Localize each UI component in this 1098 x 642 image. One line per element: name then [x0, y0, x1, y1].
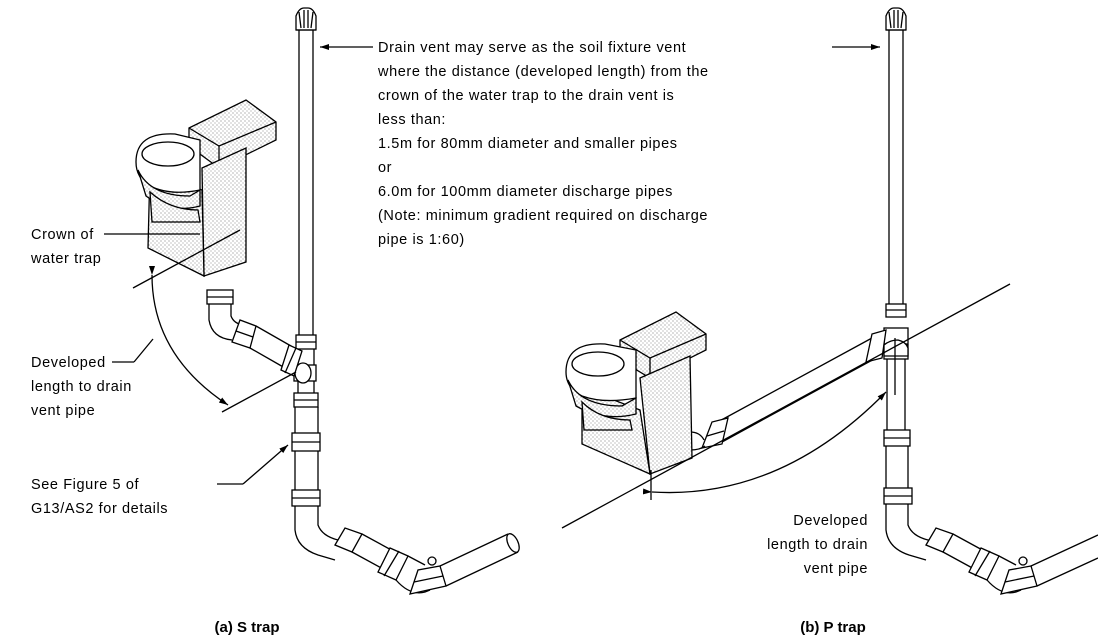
s-trap-dimension: [112, 265, 297, 413]
s-trap-crown-label: Crown of water trap: [30, 227, 101, 267]
s-trap-developed-label-line-1: Developed: [31, 355, 106, 371]
vent-note-line-3: crown of the water trap to the drain ven…: [378, 88, 674, 104]
s-trap-see-figure-leader: [217, 444, 289, 485]
vent-note-line-6: or: [378, 160, 392, 176]
p-trap-vent-stack: [883, 30, 913, 505]
vent-note: Drain vent may serve as the soil fixture…: [377, 40, 709, 248]
p-trap-drain-pipe: [885, 504, 1098, 595]
vent-note-line-9: pipe is 1:60): [378, 232, 465, 248]
p-trap-developed-label: Developed length to drain vent pipe: [767, 513, 868, 577]
s-trap-see-figure-label-line-1: See Figure 5 of: [31, 477, 140, 493]
s-trap-drain-pipe: [291, 407, 520, 595]
s-trap-branch-pipe: [206, 289, 303, 377]
s-trap-toilet: [135, 99, 277, 278]
p-trap-toilet: [565, 311, 707, 476]
p-trap-developed-label-line-2: length to drain: [767, 537, 868, 553]
s-trap-caption: (a) S trap: [214, 619, 279, 636]
vent-note-line-4: less than:: [378, 112, 446, 128]
vent-note-line-1: Drain vent may serve as the soil fixture…: [378, 40, 686, 56]
p-trap-drawing: [561, 7, 1098, 595]
s-trap-see-figure-label-line-2: G13/AS2 for details: [31, 501, 168, 517]
vent-note-line-5: 1.5m for 80mm diameter and smaller pipes: [378, 136, 678, 152]
p-trap-vent-cap: [885, 7, 907, 31]
p-trap-caption: (b) P trap: [800, 619, 866, 636]
p-trap-developed-label-line-1: Developed: [793, 513, 868, 529]
p-trap-developed-label-line-3: vent pipe: [804, 561, 868, 577]
s-trap-vent-cap: [295, 7, 317, 31]
s-trap-see-figure-label: See Figure 5 of G13/AS2 for details: [31, 477, 168, 517]
s-trap-crown-label-line-1: Crown of: [31, 227, 94, 243]
p-trap-dimension: [642, 391, 887, 495]
vent-note-line-7: 6.0m for 100mm diameter discharge pipes: [378, 184, 673, 200]
s-trap-drawing: [104, 7, 520, 595]
s-trap-developed-label: Developed length to drain vent pipe: [31, 355, 132, 419]
s-trap-developed-label-line-2: length to drain: [31, 379, 132, 395]
s-trap-crown-label-line-2: water trap: [30, 251, 101, 267]
vent-note-line-8: (Note: minimum gradient required on disc…: [378, 208, 708, 224]
vent-note-line-2: where the distance (developed length) fr…: [377, 64, 709, 80]
s-trap-developed-label-line-3: vent pipe: [31, 403, 95, 419]
